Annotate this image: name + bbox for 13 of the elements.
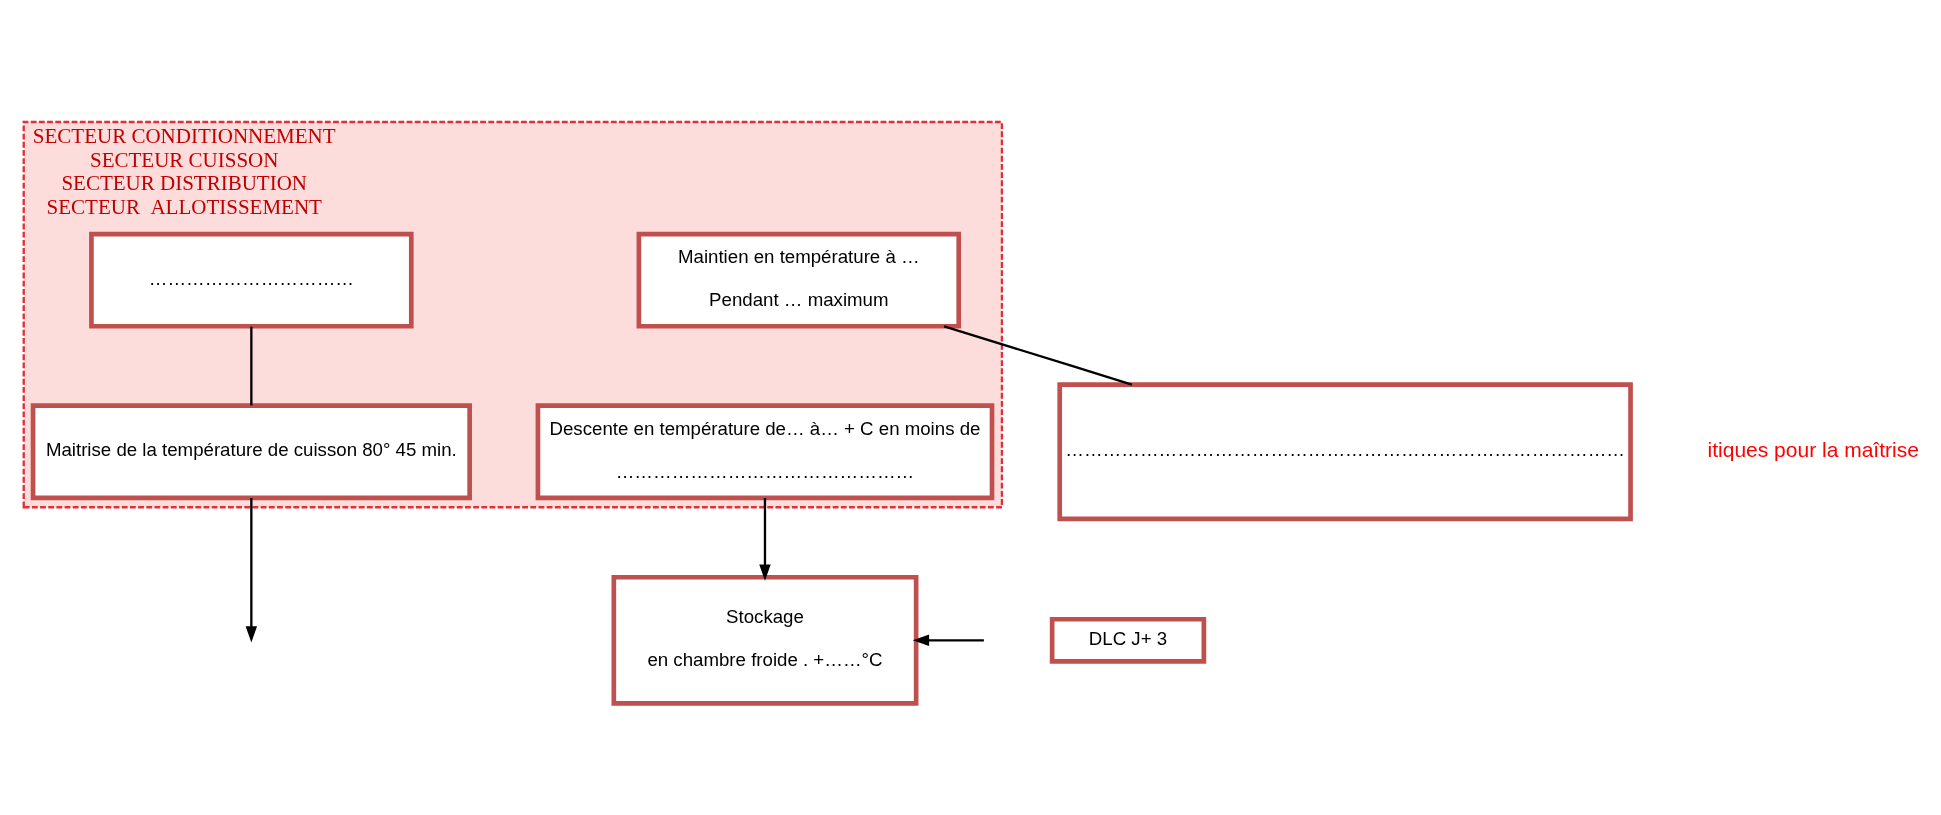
arrow — [245, 497, 257, 643]
node-box: Maintien en température à … Pendant … maximum — [636, 231, 961, 329]
node-box: ……………………………………………………………………………… — [1056, 381, 1633, 521]
node-box: Stockage en chambre froide . +……°C — [610, 574, 918, 706]
arrow — [758, 497, 771, 581]
node-box: Descente en température de… à… + C en moins de ………………………………………… — [535, 402, 994, 500]
node-box: DLC J+ 3 — [1049, 616, 1206, 664]
node-box: Maitrise de la température de cuisson 80° 45 min. — [30, 402, 472, 500]
arrow — [912, 634, 984, 646]
connector — [943, 324, 1132, 386]
label: itiques pour la maîtrise — [1707, 437, 1919, 461]
connector — [249, 326, 252, 405]
node-box: …………………………… — [88, 231, 414, 329]
